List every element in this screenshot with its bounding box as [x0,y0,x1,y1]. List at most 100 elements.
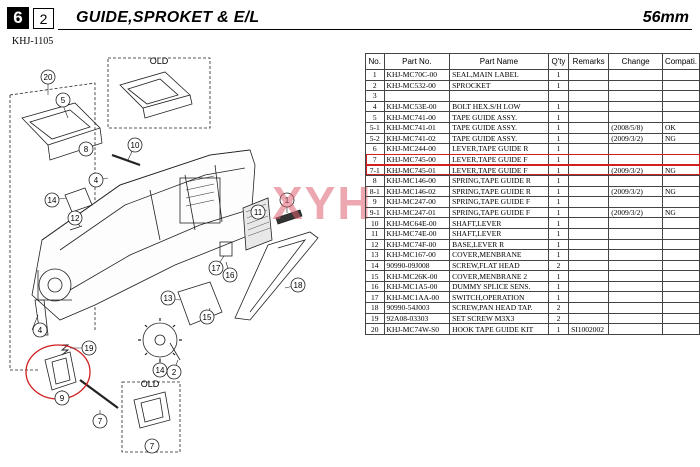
cell-compat [661,291,700,304]
cell-no: 15 [365,270,385,282]
cell-remarks [568,153,610,166]
cell-qty: 1 [547,121,570,134]
cell-qty: 1 [547,153,570,166]
cell-name: HOOK TAPE GUIDE KIT [449,323,549,335]
cell-qty: 1 [547,280,570,293]
cell-name: TAPE GUIDE ASSY. [449,121,549,134]
old-label-bottom: OLD [141,379,160,389]
cell-qty: 2 [547,259,570,272]
cell-qty: 1 [547,164,570,176]
cell-name: SPRING,TAPE GUIDE F [449,206,549,219]
cell-change [608,259,663,272]
cell-change [608,238,663,251]
cell-no: 5 [365,111,385,123]
col-compat: Compati. [661,53,700,70]
cell-compat [661,302,700,314]
cell-part: KHJ-MC53E-00 [383,100,451,113]
cell-compat: NG [661,132,700,145]
cell-remarks: SI1002002 [568,323,610,335]
cell-compat [661,143,700,155]
cell-remarks [568,111,610,123]
cell-qty: 1 [547,227,570,240]
cell-compat [661,196,700,208]
cell-name: SCREW,FLAT HEAD [449,259,549,272]
highlight-circle [25,344,91,400]
cell-remarks [568,121,610,134]
cell-part: KHJ-MC74F-00 [383,238,451,251]
callout-number: 15 [203,313,212,322]
cell-remarks [568,185,610,198]
cell-remarks [568,174,610,187]
cell-part: KHJ-MC741-02 [383,132,451,145]
cell-no: 9 [365,196,385,208]
col-remarks: Remarks [568,53,610,70]
cell-no: 16 [365,280,385,293]
cell-name: SET SCREW M3X3 [449,312,549,325]
cell-change [608,100,663,113]
cell-remarks [568,164,610,176]
cell-compat [661,153,700,166]
cell-change [608,291,663,304]
cell-name: SPRING,TAPE GUIDE R [449,185,549,198]
cell-change [608,249,663,261]
cell-compat [661,312,700,325]
cell-part: KHJ-MC146-02 [383,185,451,198]
callout-number: 17 [212,264,221,273]
old-box-top [107,57,211,129]
cell-no: 7 [365,153,385,166]
cell-change [608,90,663,102]
cell-no: 17 [365,291,385,304]
cell-change: (2009/3/2) [608,164,663,176]
callout-circle [92,413,108,429]
cell-change [608,143,663,155]
cell-compat [661,174,700,187]
cell-qty: 1 [547,249,570,261]
cell-compat [661,79,700,92]
cell-change [608,302,663,314]
cell-part: KHJ-MC1AA-00 [383,291,451,304]
cell-name: SWITCH,OPERATION [449,291,549,304]
cell-no: 2 [365,79,385,92]
cell-qty: 1 [547,238,570,251]
col-qty: Q'ty [547,53,570,70]
parts-table: No. Part No. Part Name Q'ty Remarks Chan… [365,53,700,335]
callout-number: 20 [44,73,53,82]
cell-change: (2008/5/8) [608,121,663,134]
cell-remarks [568,312,610,325]
cell-remarks [568,143,610,155]
callout-number: 7 [150,442,155,451]
callout-circle [127,137,143,153]
cell-part: KHJ-MC74W-S0 [383,323,451,335]
callout-circle [222,267,238,283]
cell-name: DUMMY SPLICE SENS. [449,280,549,293]
cell-remarks [568,132,610,145]
cell-no: 8-1 [365,185,385,198]
cell-remarks [568,206,610,219]
cell-remarks [568,280,610,293]
callout-number: 4 [38,326,43,335]
cell-compat: OK [661,121,700,134]
cell-qty: 2 [547,312,570,325]
cell-name: SHAFT,LEVER [449,227,549,240]
callout-number: 11 [254,208,263,217]
cell-change [608,79,663,92]
callout-circle [166,364,182,380]
cell-name: COVER,MENBRANE [449,249,549,261]
cell-part: KHJ-MC741-01 [383,121,451,134]
cell-qty: 1 [547,217,570,229]
col-part-no: Part No. [383,53,451,70]
cell-compat [661,90,700,102]
